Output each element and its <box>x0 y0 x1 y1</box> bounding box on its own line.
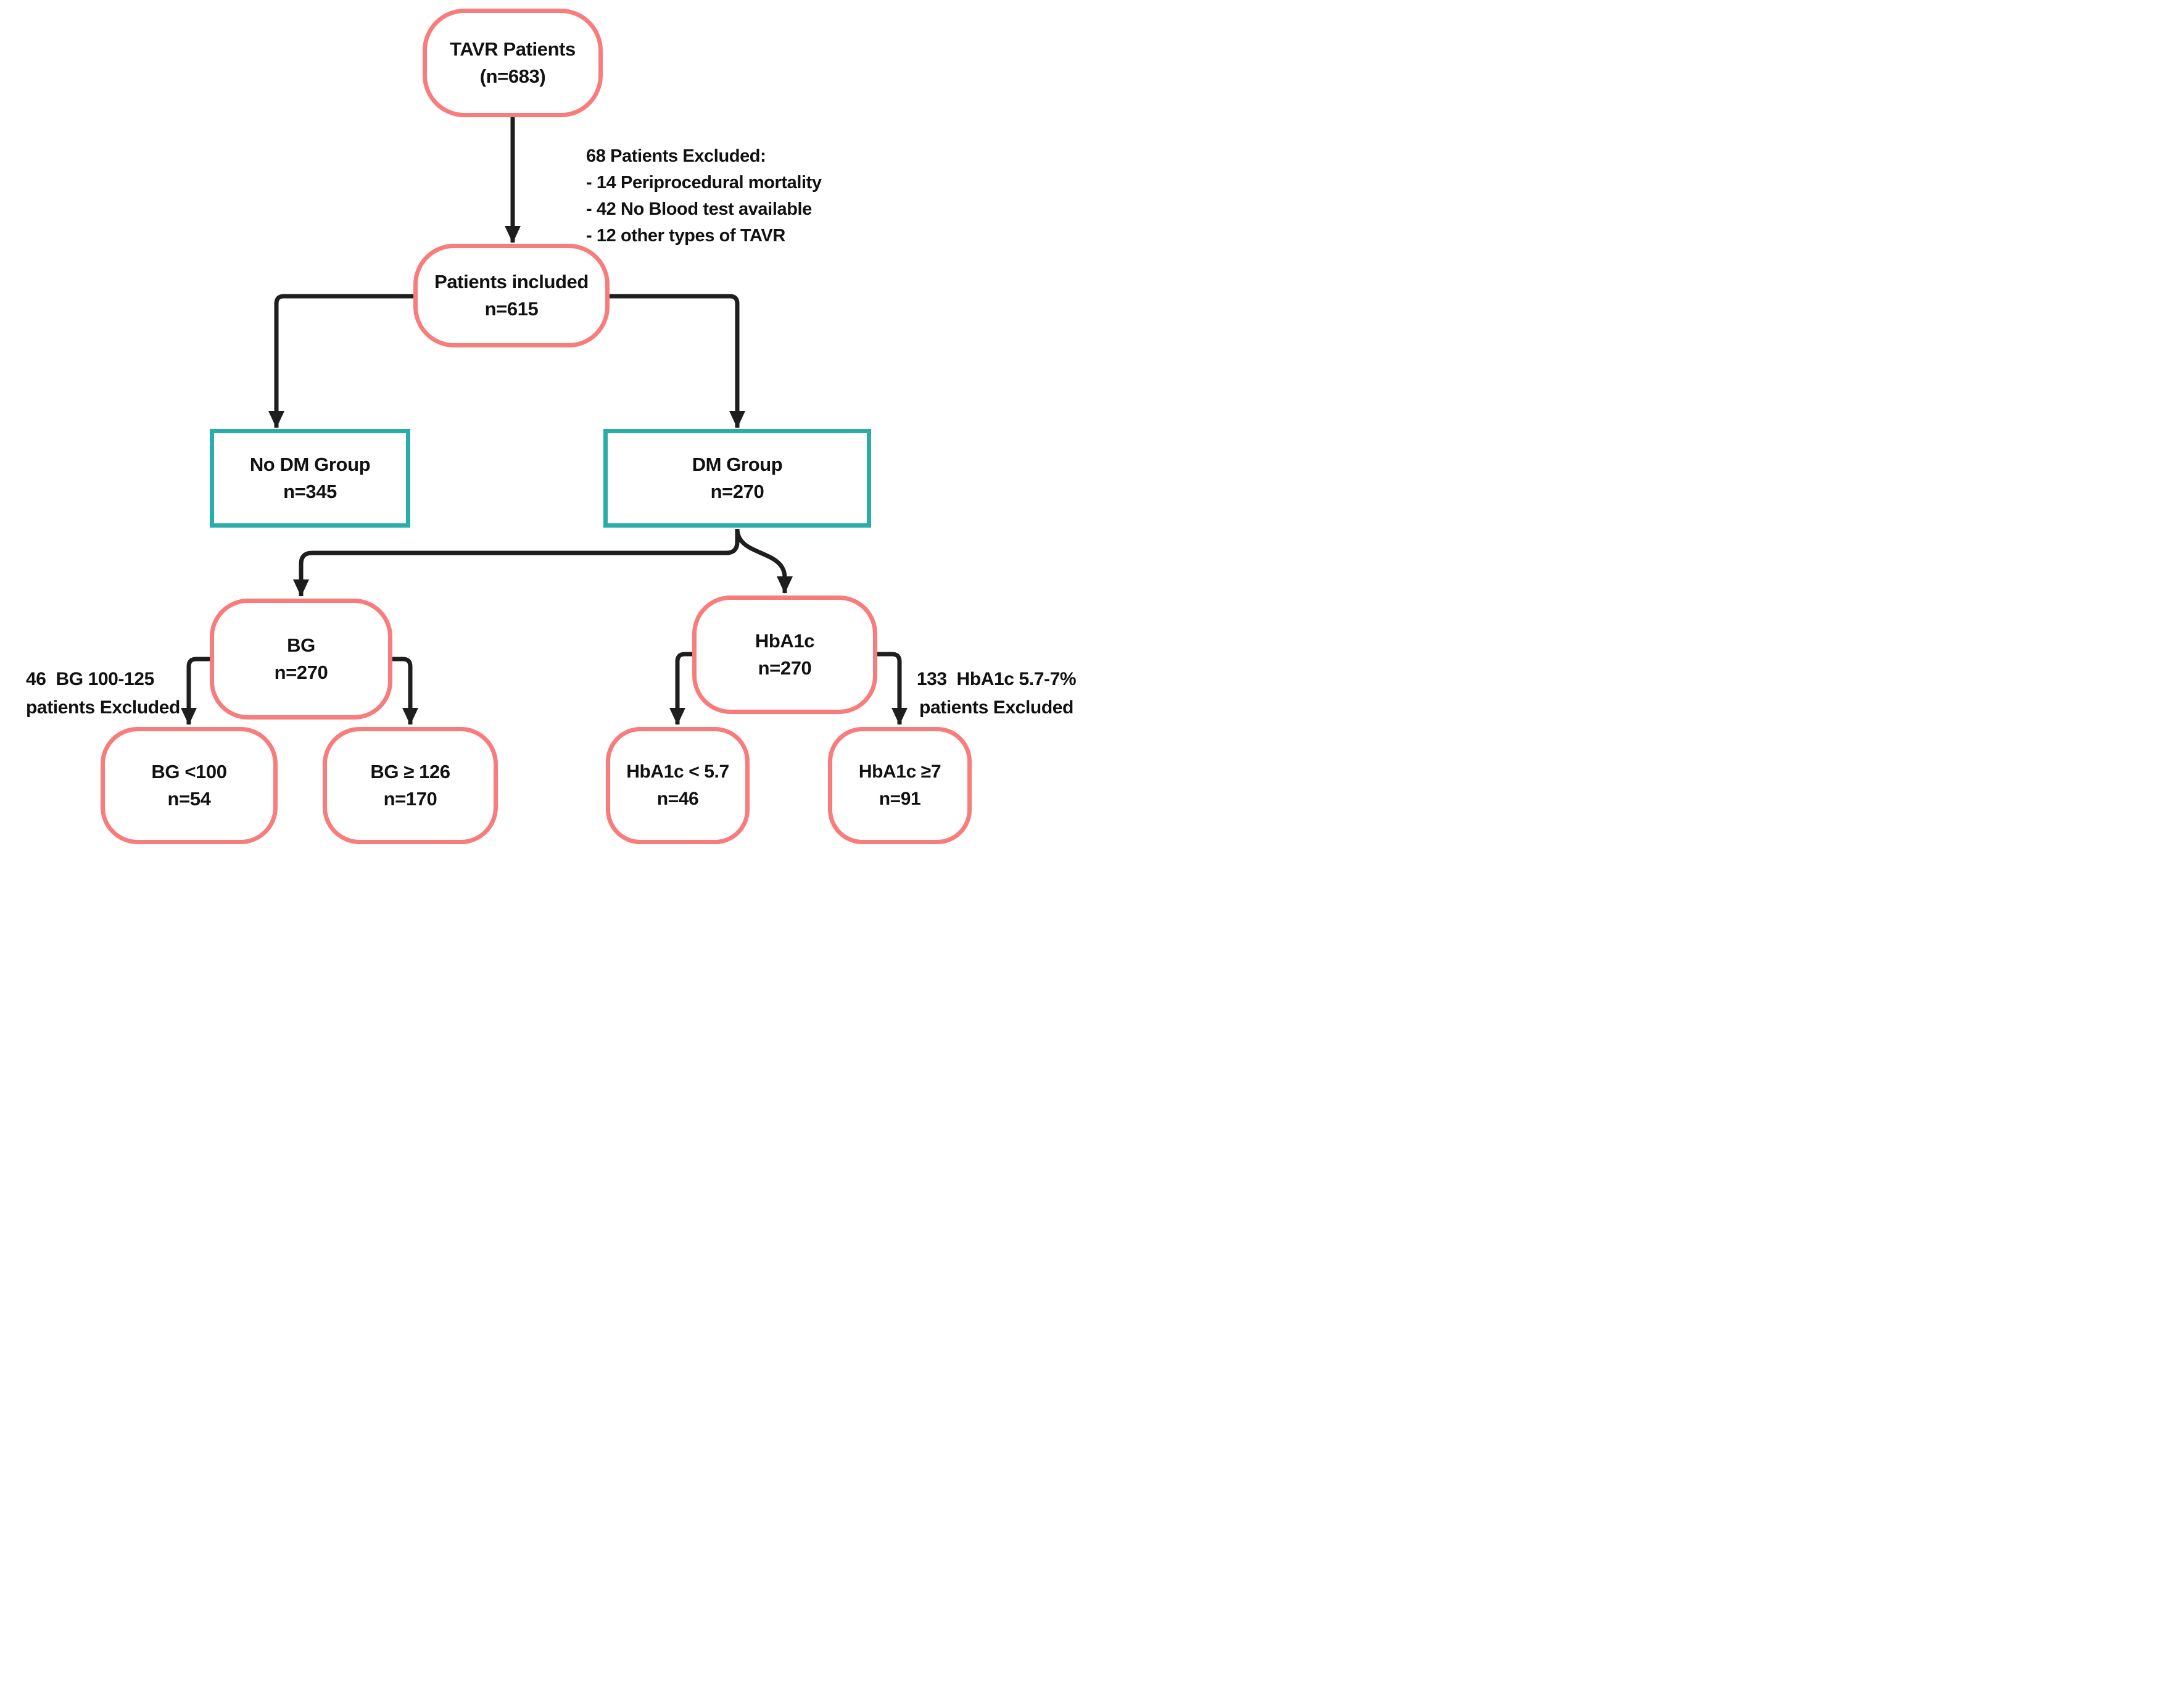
bg-excluded-note: 46 BG 100-125 patients Excluded <box>26 665 180 722</box>
node-label: BG <box>287 634 315 656</box>
node-bg: BG n=270 <box>210 599 392 720</box>
hba1c-excluded-note-line: 133 HbA1c 5.7-7% <box>916 669 1077 689</box>
connector-included-to-nodm <box>268 294 415 428</box>
node-label: HbA1c < 5.7 <box>626 761 729 782</box>
connector-hba1c-to-hba1c-low <box>669 652 693 725</box>
node-label: TAVR Patients <box>450 38 576 60</box>
node-tavr-patients: TAVR Patients (n=683) <box>423 9 603 117</box>
node-bg-under-100: BG <100 n=54 <box>101 727 278 844</box>
node-label: Patients included <box>434 271 589 293</box>
node-label: No DM Group <box>249 454 371 475</box>
node-patients-included: Patients included n=615 <box>413 244 610 347</box>
node-count: (n=683) <box>479 65 546 87</box>
node-count: n=46 <box>656 789 699 809</box>
hba1c-excluded-note: 133 HbA1c 5.7-7% patients Excluded <box>904 665 1089 722</box>
node-label: HbA1c <box>755 630 815 652</box>
connector-hba1c-to-hba1c-high <box>876 652 908 725</box>
node-hba1c-7-or-more: HbA1c ≥7 n=91 <box>828 727 972 844</box>
connector-included-to-dm <box>608 294 745 428</box>
node-count: n=270 <box>710 481 764 502</box>
node-bg-126-or-more: BG ≥ 126 n=170 <box>323 727 498 844</box>
connector-bg-to-bg-low <box>181 657 211 725</box>
node-label: HbA1c ≥7 <box>858 761 941 782</box>
node-count: n=54 <box>167 788 211 810</box>
connector-dm-to-hba1c <box>735 528 793 594</box>
node-hba1c-under-5-7: HbA1c < 5.7 n=46 <box>606 727 750 844</box>
node-hba1c: HbA1c n=270 <box>692 595 877 714</box>
exclusion-note-heading: 68 Patients Excluded: <box>586 146 766 166</box>
connector-layer <box>181 117 908 725</box>
node-count: n=270 <box>758 657 812 679</box>
node-count: n=91 <box>879 789 921 809</box>
connector-bg-to-bg-high <box>391 657 418 725</box>
node-label: BG <100 <box>151 761 227 782</box>
exclusion-note-item: - 14 Periprocedural mortality <box>586 173 822 193</box>
node-count: n=170 <box>383 788 437 810</box>
hba1c-excluded-note-line: patients Excluded <box>919 697 1073 718</box>
exclusion-note: 68 Patients Excluded: - 14 Periprocedura… <box>586 143 822 249</box>
bg-excluded-note-line: 46 BG 100-125 <box>26 669 154 689</box>
node-label: BG ≥ 126 <box>370 761 450 782</box>
exclusion-note-item: - 42 No Blood test available <box>586 199 812 219</box>
node-count: n=615 <box>484 298 539 320</box>
node-count: n=270 <box>274 662 328 683</box>
connector-dm-to-bg <box>293 529 740 597</box>
node-dm-group: DM Group n=270 <box>603 429 871 528</box>
node-no-dm-group: No DM Group n=345 <box>210 429 410 528</box>
node-count: n=345 <box>283 481 337 502</box>
exclusion-note-item: - 12 other types of TAVR <box>586 226 785 246</box>
flow-diagram: TAVR Patients (n=683) Patients included … <box>0 0 1092 849</box>
bg-excluded-note-line: patients Excluded <box>26 697 180 718</box>
node-label: DM Group <box>692 454 783 475</box>
